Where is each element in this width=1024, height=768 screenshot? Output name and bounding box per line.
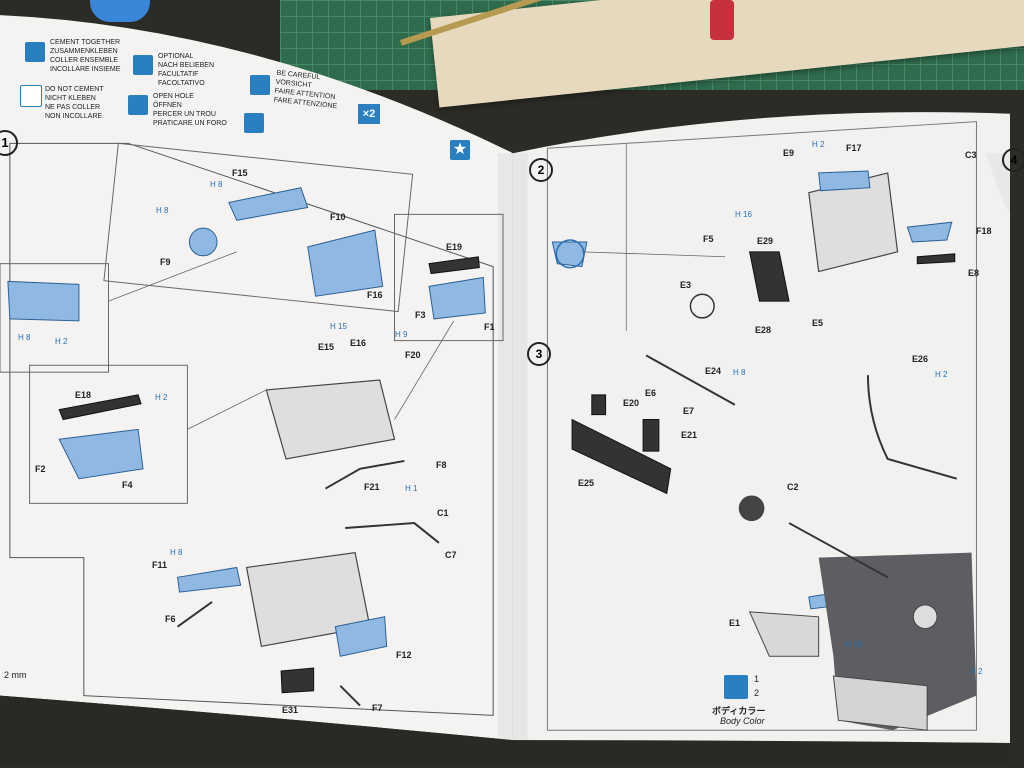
open-hole-icon [128,95,148,115]
part-label: E20 [623,398,640,408]
part-badge: H 2 [935,370,948,379]
part-label: E31 [282,705,299,715]
part-label: C1 [437,508,449,518]
part-label: F16 [367,290,383,300]
part-label: C2 [787,482,799,492]
scale-label: 2 mm [4,670,27,680]
part-badge: H 8 [210,180,223,189]
part-label: F20 [405,350,421,360]
part-label: E9 [783,148,795,158]
part-label: F8 [436,460,447,470]
part-label: F11 [152,560,168,570]
part-label: F18 [976,226,992,236]
part-badge: H 2 [155,393,168,402]
legend-cement-together: CEMENT TOGETHER ZUSAMMENKLEBEN COLLER EN… [50,39,121,73]
part-label: E28 [755,325,772,335]
part-label: F7 [372,703,383,713]
part-label: F10 [330,212,346,222]
part-label: C7 [445,550,457,560]
cement-together-icon [25,42,45,62]
legend-do-not-cement: DO NOT CEMENT NICHT KLEBEN NE PAS COLLER… [45,86,104,120]
part-label: F12 [396,650,412,660]
part-badge: H 8 [170,548,183,557]
part-badge: H 1 [405,484,418,493]
part-label: E15 [318,342,335,352]
part-badge: H 8 [156,206,169,215]
part-label: F3 [415,310,426,320]
part-label: E29 [757,236,774,246]
part-label: F2 [35,464,46,474]
be-careful-icon [250,75,270,95]
body-color-jp: ボディカラー [712,706,766,716]
part-label: F6 [165,614,176,624]
part-label: F21 [364,482,380,492]
part-badge: H 2 [55,337,68,346]
part-label: F17 [846,143,862,153]
part-label: E26 [912,354,929,364]
part-badge: H 2 [970,667,983,676]
part-badge: H 16 [735,210,752,219]
part-label: F15 [232,168,248,178]
part-label: E6 [645,388,657,398]
part-label: C3 [965,150,977,160]
part-badge: H 8 [18,333,31,342]
part-label: E21 [681,430,698,440]
body-color-en: Body Color [720,716,765,726]
red-tool [710,0,734,40]
part-label: E1 [729,618,741,628]
part-badge: H 9 [395,330,408,339]
step-3-circle: 3 [527,342,551,366]
part-label: E19 [446,242,463,252]
do-not-cement-icon [20,85,42,107]
part-label: E8 [968,268,980,278]
part-label: F9 [160,257,171,267]
optional-icon [133,55,153,75]
part-label: F5 [703,234,714,244]
legend-optional: OPTIONAL NACH BELIEBEN FACULTATIF FACOLT… [158,53,215,87]
part-badge: H 18 [845,640,862,649]
part-label: E16 [350,338,367,348]
sticker-icon [244,113,264,133]
part-label: E7 [683,406,695,416]
step-2-circle: 2 [529,158,553,182]
legend-open-hole: OPEN HOLE ÖFFNEN PERCER UN TROU PRATICAR… [153,93,227,127]
step-1-circle: 1 [0,130,18,156]
part-label: E18 [75,390,92,400]
body-color-num-1: 1 [754,674,760,684]
legend-be-careful: BE CAREFUL VORSICHT FAIRE ATTENTION FARE… [273,69,338,111]
part-label: E25 [578,478,595,488]
part-label: F1 [484,322,495,332]
x2-badge: ×2 [358,104,380,124]
part-badge: H 2 [812,140,825,149]
part-label: F4 [122,480,133,490]
part-label: E5 [812,318,824,328]
part-badge: H 15 [330,322,347,331]
tape-roll [90,0,150,22]
star-icon: ★ [450,140,470,160]
body-color-icon [724,675,748,699]
step-4-circle: 4 [1002,148,1024,172]
part-label: E24 [705,366,722,376]
body-color-num-2: 2 [754,688,760,698]
part-badge: H 8 [733,368,746,377]
part-label: E3 [680,280,692,290]
